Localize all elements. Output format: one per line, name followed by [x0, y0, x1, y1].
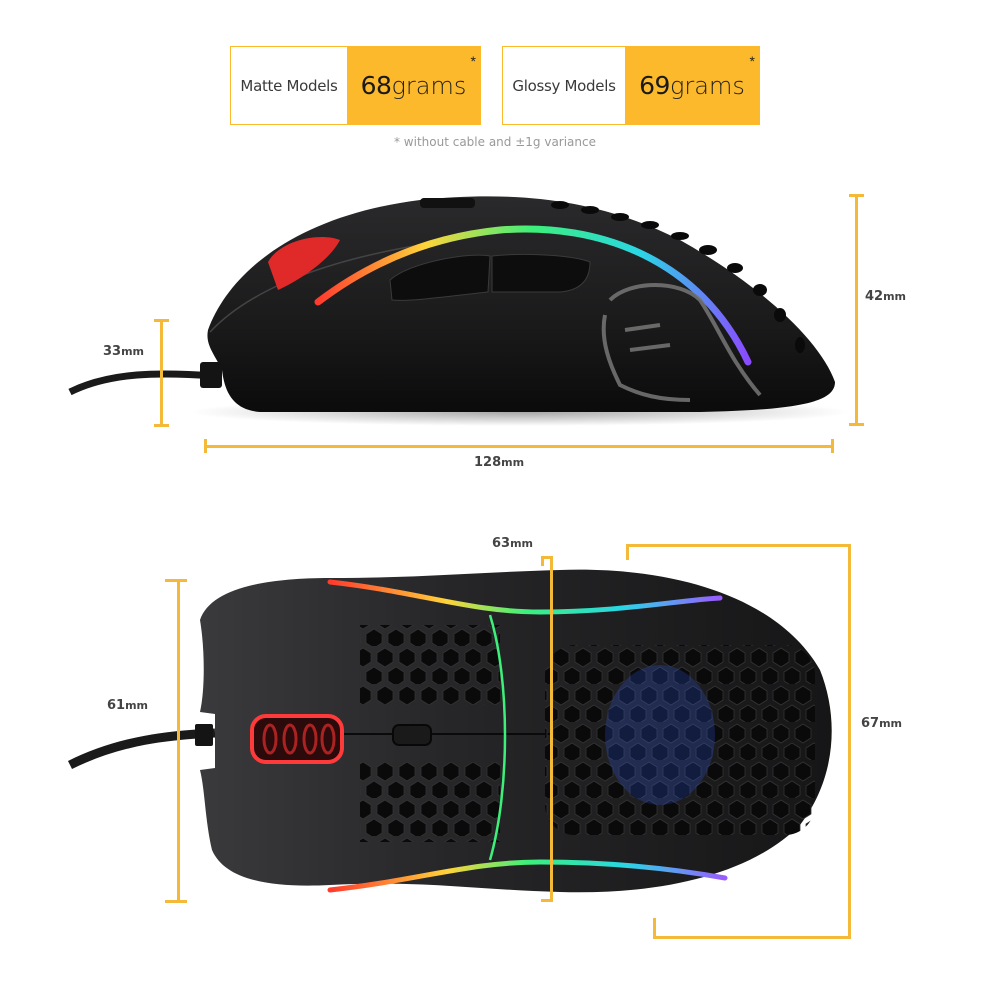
asterisk-mark: *	[749, 53, 755, 69]
front-height-label: 33mm	[103, 344, 145, 359]
front-width-label: 61mm	[107, 698, 149, 713]
matte-label: Matte Models	[240, 76, 338, 95]
glossy-weight-number: 69	[639, 71, 670, 100]
rear-height-label: 42mm	[865, 289, 907, 304]
grip-width-line	[550, 556, 553, 902]
length-label: 128mm	[474, 455, 525, 470]
front-height-line	[160, 320, 163, 426]
rear-width-label: 67mm	[861, 716, 903, 731]
rear-width-line	[848, 544, 851, 939]
mouse-top-view-image	[67, 569, 832, 893]
rear-height-line	[855, 195, 858, 425]
length-line	[205, 445, 833, 448]
gorilla-logo-icon	[601, 283, 762, 402]
glossy-weight-unit: grams	[669, 71, 745, 100]
matte-weight-number: 68	[360, 71, 392, 100]
matte-weight-unit: grams	[391, 71, 467, 100]
grip-width-label: 63mm	[492, 536, 534, 551]
asterisk-mark: *	[470, 53, 476, 69]
glossy-label: Glossy Models	[512, 76, 616, 95]
mouse-side-view-image	[68, 196, 850, 426]
front-width-line	[177, 580, 180, 902]
weight-footnote: * without cable and ±1g variance	[393, 135, 596, 149]
